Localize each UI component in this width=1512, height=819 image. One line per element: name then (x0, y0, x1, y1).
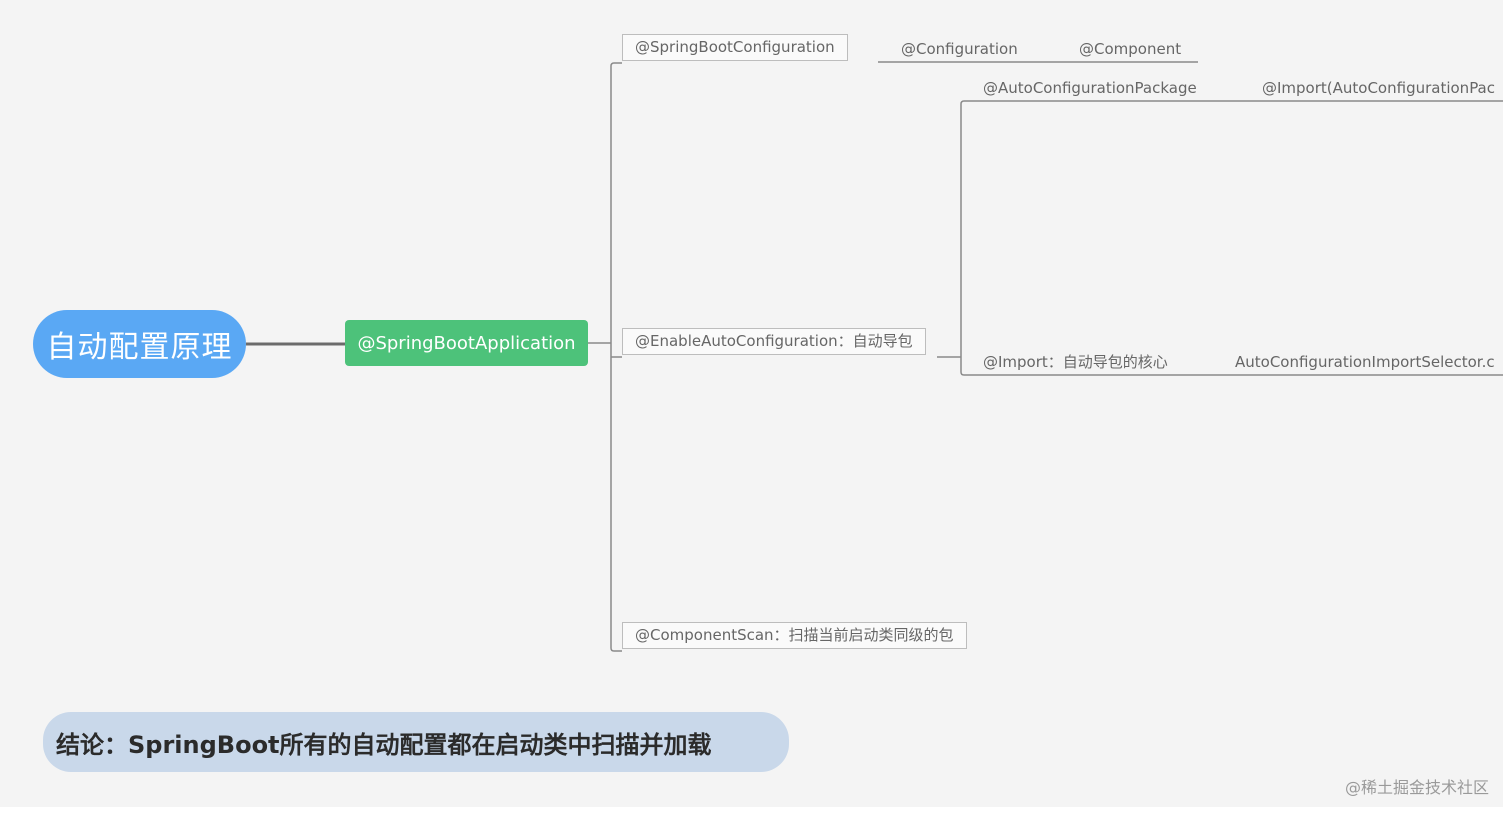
connector-lines (246, 61, 1503, 652)
mindmap-canvas: 自动配置原理 @SpringBootApplication @SpringBoo… (0, 0, 1503, 807)
conclusion-banner: 结论：SpringBoot所有的自动配置都在启动类中扫描并加载 (43, 712, 789, 772)
import-selector-node[interactable]: AutoConfigurationImportSelector.c (1235, 352, 1495, 372)
watermark: @稀土掘金技术社区 (1345, 774, 1489, 798)
component-scan-node[interactable]: @ComponentScan：扫描当前启动类同级的包 (622, 622, 967, 649)
component-scan-label: @ComponentScan：扫描当前启动类同级的包 (635, 626, 954, 644)
configuration-label: @Configuration (901, 40, 1018, 58)
configuration-node[interactable]: @Configuration (901, 39, 1018, 59)
import-core-label: @Import：自动导包的核心 (983, 353, 1168, 371)
spring-boot-application-label: @SpringBootApplication (357, 332, 576, 354)
conclusion-label: 结论：SpringBoot所有的自动配置都在启动类中扫描并加载 (56, 730, 712, 759)
enable-auto-configuration-node[interactable]: @EnableAutoConfiguration：自动导包 (622, 328, 926, 355)
spring-boot-configuration-label: @SpringBootConfiguration (635, 38, 835, 56)
component-node[interactable]: @Component (1079, 39, 1181, 59)
import-selector-label: AutoConfigurationImportSelector.c (1235, 353, 1495, 371)
enable-auto-configuration-label: @EnableAutoConfiguration：自动导包 (635, 332, 913, 350)
import-core-node[interactable]: @Import：自动导包的核心 (983, 352, 1168, 372)
auto-configuration-package-node[interactable]: @AutoConfigurationPackage (983, 78, 1197, 98)
spring-boot-configuration-node[interactable]: @SpringBootConfiguration (622, 34, 848, 61)
watermark-label: @稀土掘金技术社区 (1344, 778, 1489, 797)
import-auto-configuration-package-node[interactable]: @Import(AutoConfigurationPac (1262, 78, 1495, 98)
auto-configuration-package-label: @AutoConfigurationPackage (983, 79, 1197, 97)
component-label: @Component (1079, 40, 1182, 58)
root-node-label: 自动配置原理 (46, 330, 233, 365)
import-auto-configuration-package-label: @Import(AutoConfigurationPac (1262, 79, 1495, 97)
root-node[interactable]: 自动配置原理 (33, 310, 246, 378)
spring-boot-application-node[interactable]: @SpringBootApplication (345, 320, 588, 366)
